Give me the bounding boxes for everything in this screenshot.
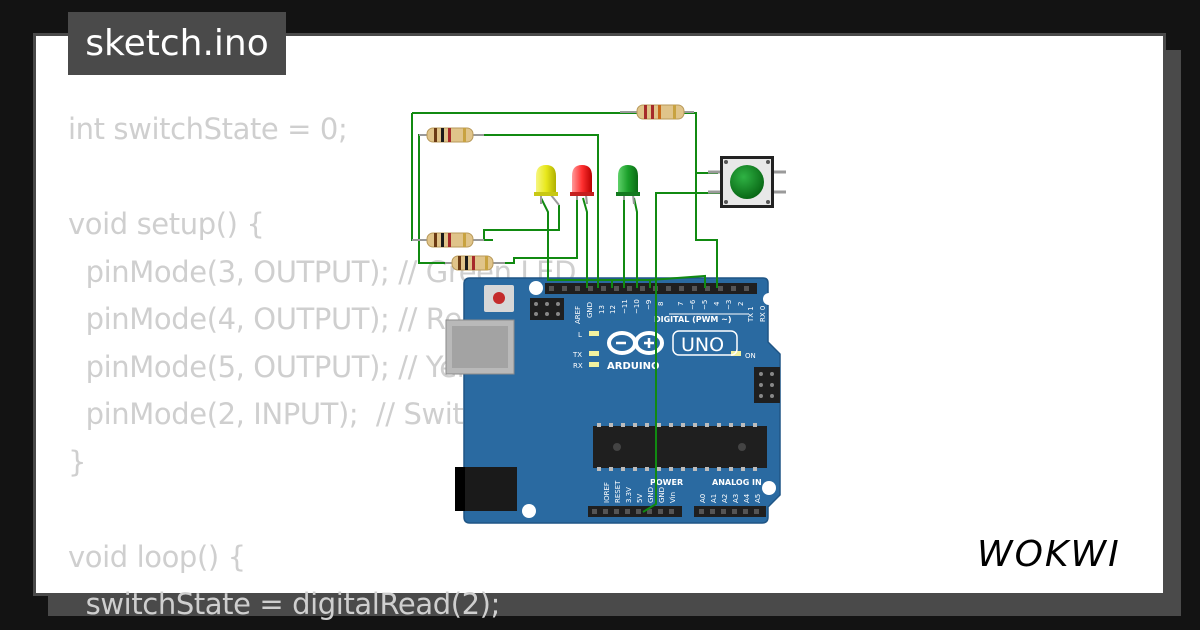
on-label: ON [745,352,756,360]
pin-label: A2 [721,494,729,503]
brand-label: WOKWI [977,534,1121,575]
led-label-rx: RX [573,362,583,370]
wire [633,197,638,288]
pin-label: GND [647,487,655,503]
wokwi-logo: WOKWI [977,534,1121,575]
wire [473,134,599,288]
analog-header-label: ANALOG IN [712,478,762,487]
pin-label: 5V [636,494,644,503]
pin-label: A4 [743,493,751,503]
icsp-header [530,298,564,320]
power-header [588,506,682,517]
wire [649,274,706,288]
led-label-l: L [578,331,582,339]
resistor [445,255,505,271]
pin-label: 8 [657,302,665,306]
pin-label: A5 [754,494,762,503]
code-line: int switchState = 0; [68,112,348,146]
wire [582,197,588,288]
pin-label: AREF [574,306,582,324]
pin-label: 3.3V [625,487,633,503]
tx-led [589,351,599,356]
wire [684,112,718,288]
code-line: switchState = digitalRead(2); [68,587,501,621]
microcontroller-chip [593,423,767,471]
pin-label: ~5 [701,300,709,310]
arduino-uno-board[interactable]: AREF GND 13 12 ~11 ~10 ~9 8 7 ~6 ~5 4 ~3… [445,277,781,524]
pin-label: TX 1 [747,306,755,323]
board-model-label: UNO [681,334,724,356]
pin-label: ~3 [725,300,733,310]
led-label-tx: TX [572,351,582,359]
pin-label: RESET [614,480,622,503]
pin-label: ~6 [689,299,697,310]
pin-label: GND [586,302,594,318]
pin-label: 12 [609,305,617,314]
wire [483,205,560,241]
led-yellow[interactable] [534,165,560,206]
wire [493,200,578,264]
resistor [412,232,484,248]
pushbutton-cap[interactable] [730,165,764,199]
pin-label: 13 [598,305,606,314]
icsp-header [754,367,780,403]
wire [547,257,613,288]
rx-led [589,362,599,367]
arduino-logo-icon [607,331,664,355]
led-green[interactable] [616,165,640,205]
analog-header [694,506,766,517]
code-line: } [68,444,87,479]
pin-label: 2 [737,302,745,306]
power-header-label: POWER [650,478,683,487]
sketch-file-tab[interactable]: sketch.ino [68,12,286,75]
pin-label: 4 [713,301,721,306]
pin-label: IOREF [603,482,611,503]
mounting-hole [522,504,536,518]
digital-header-label: DIGITAL (PWM ~) [654,315,732,324]
pin-label: A1 [710,494,718,503]
pin-label: A3 [732,494,740,503]
power-jack [455,467,517,511]
board-brand-label: ARDUINO [607,361,659,372]
mounting-hole [529,281,543,295]
l-led [589,331,599,336]
pin-label: ~9 [645,300,653,310]
mounting-hole [763,293,775,305]
code-line: void loop() { [68,539,246,574]
pin-label: GND [658,487,666,503]
pin-label: ~11 [621,299,629,314]
pin-label: Vin [669,492,677,503]
resistor [419,127,484,143]
wire [540,197,549,257]
pin-label: A0 [699,494,707,503]
mounting-hole [762,481,776,495]
resistor [620,104,694,120]
pin-label: ~10 [633,299,641,314]
code-line: void setup() { [68,207,265,241]
pin-label: 7 [677,302,685,306]
pin-label: RX 0 [759,306,767,322]
pushbutton[interactable] [708,156,786,208]
led-red[interactable] [570,165,594,205]
